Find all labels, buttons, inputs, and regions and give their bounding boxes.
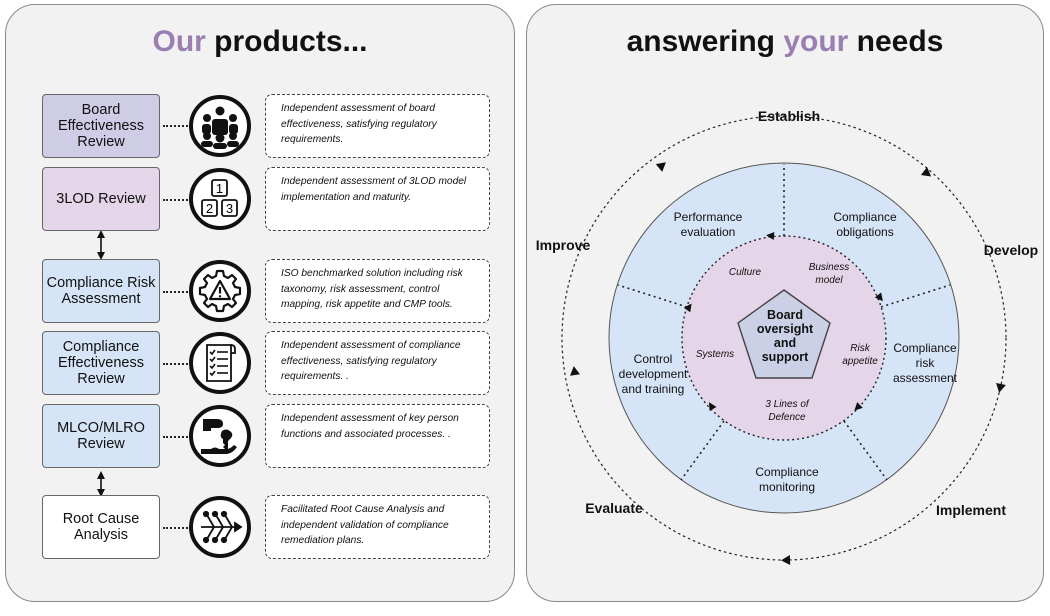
needs-panel: answering your needs [526, 4, 1044, 602]
outer-label-performance-evaluation: Performance [674, 210, 743, 224]
inner-label-culture: Culture [729, 267, 762, 278]
svg-text:3: 3 [226, 201, 233, 216]
stage-label-develop: Develop [984, 242, 1038, 258]
outer-label-compliance-risk-assessment: risk [916, 356, 936, 370]
cycle-arrow [996, 382, 1006, 393]
svg-text:2: 2 [206, 201, 213, 216]
dotted-connector [163, 125, 188, 127]
product-description: Independent assessment of compliance eff… [265, 331, 490, 395]
outer-label-control-development: Control [634, 352, 673, 366]
outer-label-compliance-obligations: Compliance [833, 210, 897, 224]
inner-label-business-model: model [815, 275, 843, 286]
stage-label-implement: Implement [936, 502, 1006, 518]
product-description: Independent assessment of board effectiv… [265, 94, 490, 158]
product-board-effectiveness-review: Board Effectiveness Review [42, 94, 160, 158]
board-meeting-icon [189, 95, 251, 157]
inner-arrow [683, 303, 692, 313]
core-label: support [762, 350, 809, 364]
product-description: Facilitated Root Cause Analysis and inde… [265, 495, 490, 559]
outer-label-compliance-risk-assessment: Compliance [893, 341, 957, 355]
inner-label-business-model: Business [809, 262, 850, 273]
dotted-connector [163, 527, 188, 529]
stage-label-establish: Establish [758, 108, 820, 124]
inner-label-three-lines: Defence [768, 412, 806, 423]
checklist-icon [189, 332, 251, 394]
stage-label-evaluate: Evaluate [585, 500, 643, 516]
outer-label-compliance-risk-assessment: assessment [893, 371, 958, 385]
product-mlco-mlro-review: MLCO/MLRO Review [42, 404, 160, 468]
cycle-arrow [655, 162, 666, 172]
svg-text:1: 1 [216, 181, 223, 196]
product-description: Independent assessment of key person fun… [265, 404, 490, 468]
compliance-cycle-diagram: Board oversight and support Culture Busi… [536, 108, 1038, 565]
dotted-connector [163, 363, 188, 365]
products-heading: Our products... [152, 25, 368, 58]
gear-warning-icon [189, 260, 251, 322]
products-panel: Our products... Board Effectiveness Revi… [5, 4, 515, 602]
inner-arrow [766, 232, 775, 240]
inner-label-systems: Systems [696, 349, 734, 360]
core-label: Board [767, 308, 803, 322]
dotted-connector [163, 436, 188, 438]
outer-label-compliance-monitoring: Compliance [755, 465, 819, 479]
core-label: oversight [757, 322, 814, 336]
outer-label-compliance-monitoring: monitoring [759, 480, 815, 494]
product-compliance-effectiveness-review: Compliance Effectiveness Review [42, 331, 160, 395]
inner-arrow [709, 402, 717, 411]
product-compliance-risk-assessment: Compliance Risk Assessment [42, 259, 160, 323]
hand-key-icon [189, 405, 251, 467]
outer-label-compliance-obligations: obligations [836, 225, 893, 239]
outer-label-performance-evaluation: evaluation [681, 225, 736, 239]
inner-label-risk-appetite: Risk [850, 343, 870, 354]
numbered-boxes-icon: 1 2 3 [189, 168, 251, 230]
inner-arrow [874, 292, 883, 302]
cycle-arrow [570, 366, 580, 376]
stage-label-improve: Improve [536, 237, 591, 253]
outer-label-control-development: development [619, 367, 688, 381]
core-pentagon [737, 289, 831, 379]
core-label: and [774, 336, 796, 350]
fishbone-icon [189, 496, 251, 558]
inner-label-three-lines: 3 Lines of [765, 399, 810, 410]
product-description: Independent assessment of 3LOD model imp… [265, 167, 490, 231]
cycle-arrow [920, 167, 932, 177]
product-3lod-review: 3LOD Review [42, 167, 160, 231]
inner-arrow [854, 402, 863, 411]
inner-label-risk-appetite: appetite [842, 356, 878, 367]
cycle-arrow [781, 555, 791, 565]
product-connectors [97, 230, 105, 497]
dotted-connector [163, 199, 188, 201]
needs-heading: answering your needs [626, 25, 944, 58]
product-description: ISO benchmarked solution including risk … [265, 259, 490, 323]
outer-label-control-development: and training [622, 382, 685, 396]
product-root-cause-analysis: Root Cause Analysis [42, 495, 160, 559]
dotted-connector [163, 291, 188, 293]
